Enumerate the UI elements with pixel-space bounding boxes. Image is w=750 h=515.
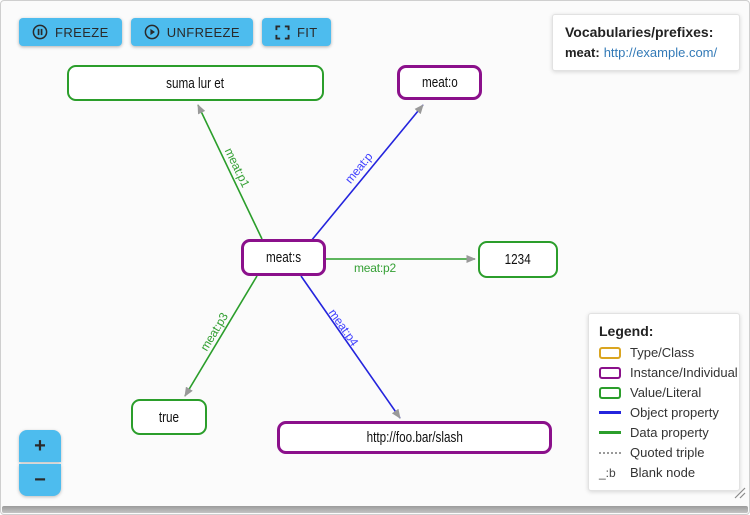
legend-item-data-property: Data property — [599, 425, 729, 440]
node-label: meat:o — [421, 74, 458, 91]
vocabularies-panel: Vocabularies/prefixes: meat:http://examp… — [552, 14, 740, 71]
node-label: meat:s — [265, 249, 302, 266]
legend-item-type-class: Type/Class — [599, 345, 729, 360]
fit-button[interactable]: FIT — [261, 18, 331, 46]
legend-item-label: Object property — [630, 405, 719, 420]
type-class-swatch — [599, 346, 621, 359]
legend-item-label: Instance/Individual — [630, 365, 738, 380]
horizontal-scrollbar[interactable] — [2, 506, 748, 513]
toolbar: FREEZE UNFREEZE FIT — [19, 18, 331, 46]
node-label: true — [158, 408, 180, 426]
legend-item-label: Data property — [630, 425, 709, 440]
node-label: suma lur et — [166, 74, 225, 92]
edge-p3-line — [184, 275, 258, 397]
legend-item-label: Type/Class — [630, 345, 695, 360]
edge-p2-label: meat:p2 — [354, 261, 396, 275]
legend-item-label: Value/Literal — [630, 385, 702, 400]
quoted-triple-swatch — [599, 451, 621, 454]
node-label: 1234 — [504, 251, 532, 268]
edge-p1-line — [197, 104, 263, 240]
node-literal-number[interactable]: 1234 — [478, 241, 558, 278]
freeze-button-label: FREEZE — [55, 24, 109, 40]
legend-item-literal: Value/Literal — [599, 385, 729, 400]
prefix-name: meat: — [565, 45, 600, 60]
edge-p1-label: meat:p1 — [222, 146, 253, 190]
legend-item-label: Blank node — [630, 465, 696, 480]
data-property-swatch — [599, 431, 621, 434]
node-meat-s[interactable]: meat:s — [241, 239, 326, 276]
object-property-swatch — [599, 411, 621, 414]
edge-p-line — [310, 104, 424, 242]
play-circle-icon — [144, 24, 160, 40]
legend-item-label: Quoted triple — [630, 445, 705, 460]
node-slash-iri[interactable]: http://foo.bar/slash — [277, 421, 552, 454]
fit-screen-icon — [275, 24, 290, 40]
node-literal-boolean[interactable]: true — [131, 399, 207, 435]
node-label: http://foo.bar/slash — [366, 429, 463, 446]
legend-item-object-property: Object property — [599, 405, 729, 420]
fit-button-label: FIT — [296, 24, 318, 40]
prefix-uri-link[interactable]: http://example.com/ — [603, 45, 718, 60]
vocabularies-title: Vocabularies/prefixes: — [565, 24, 714, 40]
zoom-controls: + − — [19, 430, 61, 496]
zoom-out-button[interactable]: − — [19, 464, 61, 496]
edge-p4-label: meat:p4 — [326, 306, 362, 349]
legend-item-instance: Instance/Individual — [599, 365, 738, 380]
literal-swatch — [599, 386, 621, 399]
instance-swatch — [599, 366, 621, 379]
legend-panel: Legend: Type/Class Instance/Individual V… — [588, 313, 740, 491]
legend-item-quoted-triple: Quoted triple — [599, 445, 729, 460]
freeze-button[interactable]: FREEZE — [19, 18, 122, 46]
legend-item-blank-node: _:b Blank node — [599, 465, 729, 480]
edge-p4-line — [300, 275, 401, 419]
zoom-in-button[interactable]: + — [19, 430, 61, 462]
prefix-row: meat:http://example.com/ — [565, 45, 727, 60]
node-meat-o[interactable]: meat:o — [397, 65, 482, 100]
unfreeze-button[interactable]: UNFREEZE — [130, 18, 253, 46]
unfreeze-button-label: UNFREEZE — [166, 24, 240, 40]
resize-grip-icon[interactable] — [734, 486, 746, 504]
pause-circle-icon — [32, 24, 48, 40]
blank-node-symbol: _:b — [599, 465, 616, 480]
legend-title: Legend: — [599, 323, 654, 339]
node-literal-string[interactable]: suma lur et — [67, 65, 324, 101]
